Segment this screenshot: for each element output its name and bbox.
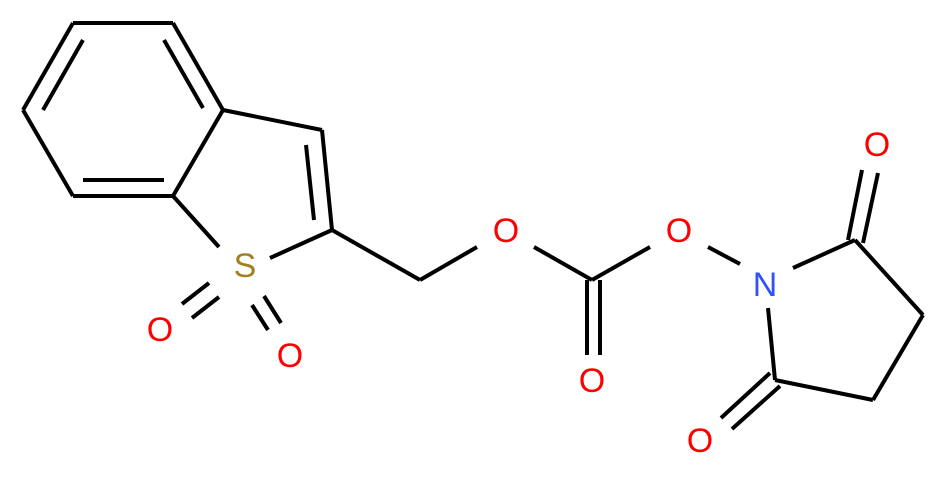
sulfur-atom: S: [234, 247, 257, 285]
imide-oxygen-bottom: O: [687, 422, 713, 460]
carbonyl-oxygen: O: [579, 362, 605, 400]
sulfonyl-oxygen-1: O: [147, 311, 173, 349]
bonds: [21, 21, 925, 431]
ester-oxygen: O: [493, 212, 519, 250]
nitrogen-atom: N: [753, 266, 778, 304]
linking-oxygen: O: [666, 212, 692, 250]
atom-labels: S O O O O O N O O: [147, 126, 890, 460]
sulfonyl-oxygen-2: O: [277, 337, 303, 375]
imide-oxygen-top: O: [864, 126, 890, 164]
